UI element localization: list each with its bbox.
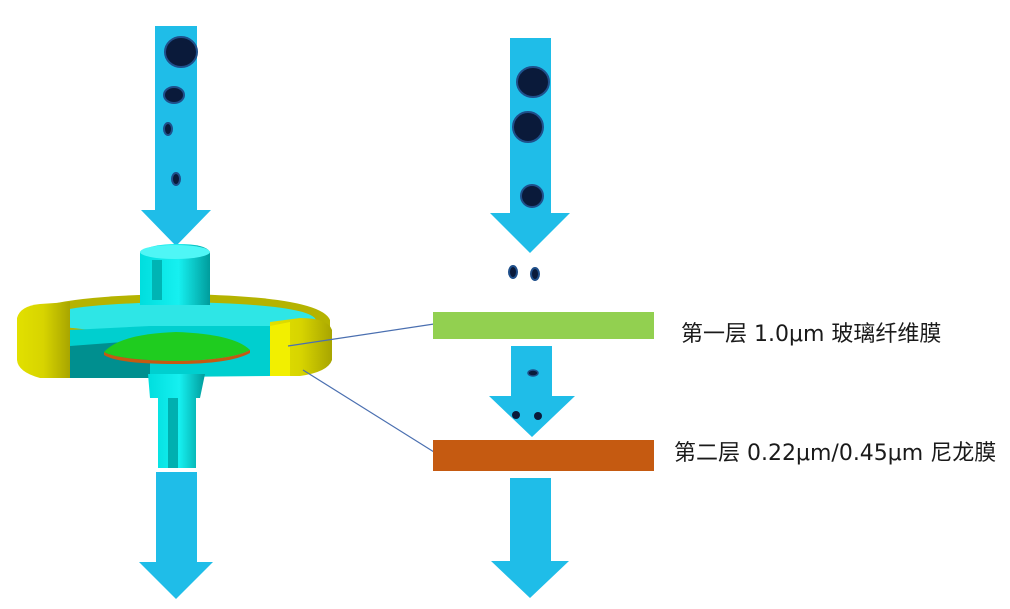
right-inlet-particles (508, 66, 550, 281)
particle (171, 172, 181, 186)
inner-membrane-edge (104, 350, 250, 364)
leader-line-layer1 (287, 323, 435, 347)
right-inlet-arrow (490, 38, 570, 253)
particle (516, 66, 550, 98)
outlet-flow-arrow (139, 472, 213, 599)
particle (164, 36, 198, 68)
inlet-tube-slot (152, 260, 162, 300)
particle (512, 411, 520, 419)
particle (534, 412, 542, 420)
particle (527, 369, 539, 377)
particle (163, 86, 185, 104)
inner-membrane (104, 332, 250, 361)
inlet-tube-opening (140, 245, 210, 259)
layer1-label: 第一层 1.0μm 玻璃纤维膜 (681, 322, 942, 347)
inlet-flow-arrow (141, 26, 211, 246)
filter-housing-top (40, 302, 316, 333)
middle-particles (512, 369, 542, 420)
filter-ring-left (17, 302, 70, 378)
particle (163, 122, 173, 136)
left-outlet-arrow (139, 472, 213, 599)
inlet-flow-arrow (490, 38, 570, 253)
middle-flow-arrow (489, 346, 575, 437)
glass-fiber-membrane-layer (433, 312, 654, 339)
right-outlet-arrow (491, 478, 569, 598)
filter-ring-right-face (270, 322, 290, 376)
left-inlet-particles (163, 36, 198, 186)
outlet-tube-channel (168, 398, 178, 468)
syringe-filter-cutaway (17, 244, 332, 468)
particle (508, 265, 518, 279)
particle (530, 267, 540, 281)
layer2-label: 第二层 0.22μm/0.45μm 尼龙膜 (674, 441, 997, 466)
particle (512, 111, 544, 143)
nylon-membrane-layer (433, 440, 654, 471)
left-inlet-arrow (141, 26, 211, 246)
middle-flow-arrow-shape (489, 346, 575, 437)
particle (520, 184, 544, 208)
leader-line-layer2 (302, 369, 435, 453)
outlet-flow-arrow (491, 478, 569, 598)
